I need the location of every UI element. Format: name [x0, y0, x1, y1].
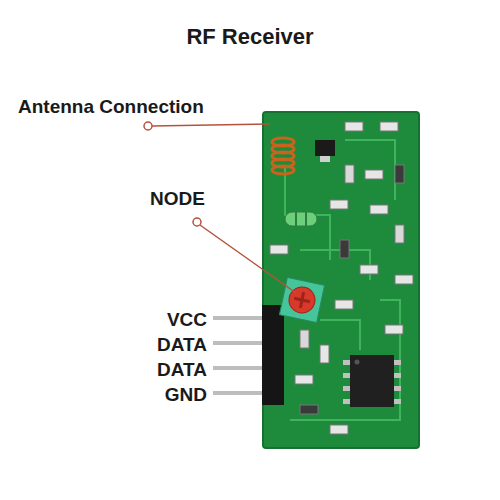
- smd-part: [395, 165, 404, 183]
- smd-part: [345, 122, 363, 131]
- smd-part: [330, 425, 348, 434]
- trim-potentiometer: [279, 277, 324, 322]
- transistor: [315, 140, 335, 156]
- pcb-board: [263, 112, 419, 448]
- leader-line: [200, 225, 296, 293]
- smd-part: [395, 225, 404, 243]
- smd-part: [370, 205, 388, 214]
- smd-part: [335, 300, 353, 309]
- ic-body: [350, 355, 394, 407]
- ic-lead: [343, 399, 350, 404]
- smd-part: [320, 345, 329, 363]
- inductor-band: [295, 212, 297, 226]
- trace: [345, 140, 395, 200]
- pin-label: DATA: [90, 334, 207, 356]
- pin-label: DATA: [90, 359, 207, 381]
- ic-lead: [394, 399, 401, 404]
- pin-header: [262, 305, 284, 405]
- smd-part: [385, 325, 403, 334]
- smd-part: [340, 240, 349, 258]
- inductor: [285, 212, 317, 226]
- diagram-title: RF Receiver: [0, 26, 500, 48]
- coil-turn: [272, 166, 294, 174]
- ic-lead: [394, 386, 401, 391]
- smd-part: [380, 122, 398, 131]
- leader-dot: [193, 218, 201, 226]
- part-label: NODE: [150, 188, 230, 210]
- pot-body: [279, 277, 324, 322]
- smd-part: [295, 375, 313, 384]
- smd-part: [330, 200, 348, 209]
- inductor-band: [305, 212, 307, 226]
- part-label: Antenna Connection: [18, 96, 248, 118]
- transistor-leg: [320, 156, 330, 162]
- ic-lead: [343, 373, 350, 378]
- ic-dot: [355, 360, 360, 365]
- smd-part: [360, 265, 378, 274]
- smd-part: [365, 170, 383, 179]
- pot-slot: [300, 292, 303, 308]
- leader-lines: [144, 122, 296, 293]
- pcb-traces: [285, 140, 400, 420]
- smd-part: [345, 165, 354, 183]
- smd-part: [395, 275, 413, 284]
- pin-label: VCC: [90, 309, 207, 331]
- leader-line: [152, 124, 270, 126]
- smd-part: [270, 245, 288, 254]
- leader-dot: [144, 122, 152, 130]
- ic-lead: [343, 360, 350, 365]
- ic-lead: [343, 386, 350, 391]
- ic-lead: [394, 373, 401, 378]
- ic-lead: [394, 360, 401, 365]
- pin-label: GND: [90, 384, 207, 406]
- trace: [285, 165, 330, 260]
- smd-part: [300, 405, 318, 414]
- antenna-coil: [272, 138, 294, 174]
- ic-chip: [343, 355, 401, 407]
- smd-part: [300, 330, 309, 348]
- smd-parts: [270, 122, 413, 434]
